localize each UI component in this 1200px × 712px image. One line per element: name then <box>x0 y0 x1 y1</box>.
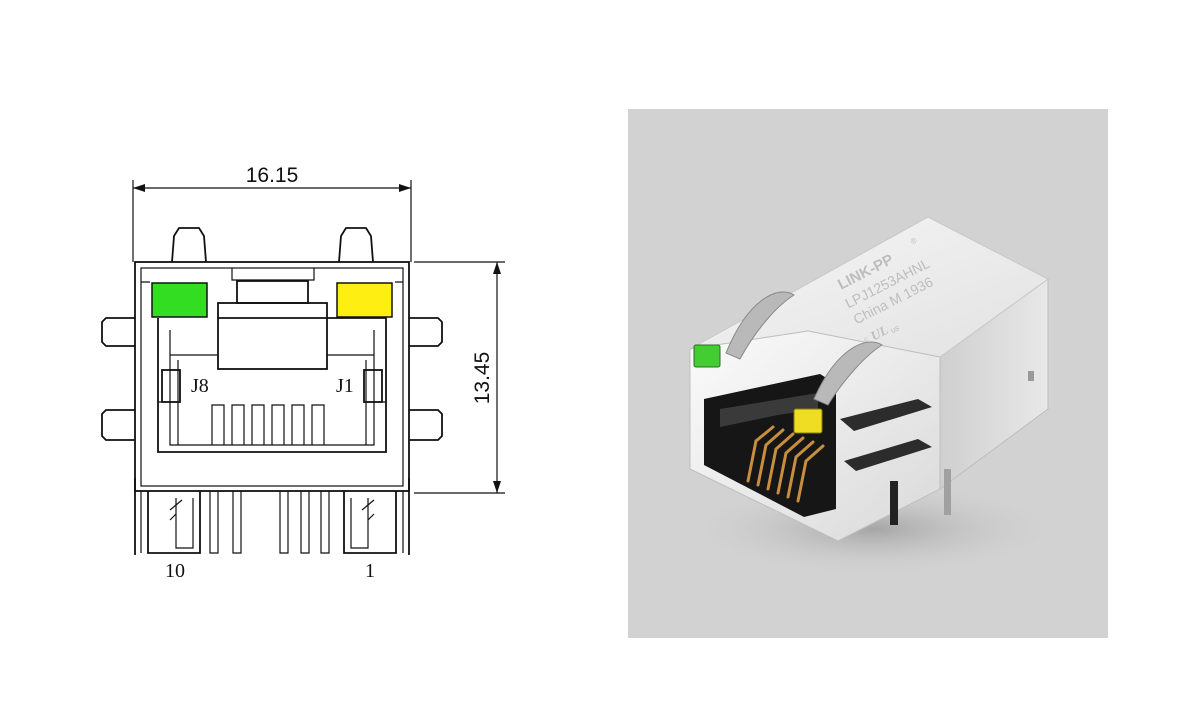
cert-ul: UL <box>868 322 890 343</box>
led-green <box>693 344 721 368</box>
cert-us: us <box>889 323 901 335</box>
technical-drawing: 16.15 13.45 J8 J1 <box>101 164 505 582</box>
led-yellow <box>793 408 823 434</box>
emi-slot-2 <box>844 439 932 471</box>
contact-fingers <box>211 404 325 445</box>
side-key-left <box>161 369 181 403</box>
side-key-right <box>363 369 383 403</box>
led-yellow <box>336 282 393 318</box>
side-tab-right-lower <box>409 409 443 441</box>
jack-opening <box>157 317 387 453</box>
ground-finger-left <box>725 291 795 360</box>
inner-shell <box>140 267 404 487</box>
side-tab-left-lower <box>101 409 135 441</box>
ground-finger-right <box>813 341 883 406</box>
shield-leg <box>944 469 951 515</box>
product-photo: LINK-PP ® LPJ1253AHNL China M 1936 c UL … <box>628 109 1108 638</box>
cert-c: c <box>862 334 870 344</box>
jack-latch-slot <box>720 393 818 427</box>
side-tab-right-upper <box>409 317 443 347</box>
height-dimension-label: 13.45 <box>471 352 494 405</box>
bottom-pins <box>134 478 410 555</box>
side-tab-left-upper <box>101 317 135 347</box>
side-hole <box>1028 371 1034 381</box>
led-green <box>151 282 208 318</box>
top-tab-right <box>338 227 374 263</box>
width-dimension: 16.15 <box>132 164 412 262</box>
emi-slot-1 <box>840 399 932 431</box>
gold-contacts <box>746 425 825 503</box>
latch-window <box>236 280 309 304</box>
label-j8: J8 <box>191 375 209 397</box>
top-tab-left <box>171 227 207 263</box>
outer-shell <box>134 261 410 492</box>
width-dimension-label: 16.15 <box>246 164 299 187</box>
plastic-post <box>890 481 898 525</box>
pin-label-10: 10 <box>165 560 185 582</box>
label-j1: J1 <box>336 375 354 397</box>
pin-label-1: 1 <box>365 560 375 582</box>
brand-registered-mark: ® <box>909 236 918 247</box>
latch-block <box>217 302 328 370</box>
height-dimension: 13.45 <box>414 261 505 494</box>
